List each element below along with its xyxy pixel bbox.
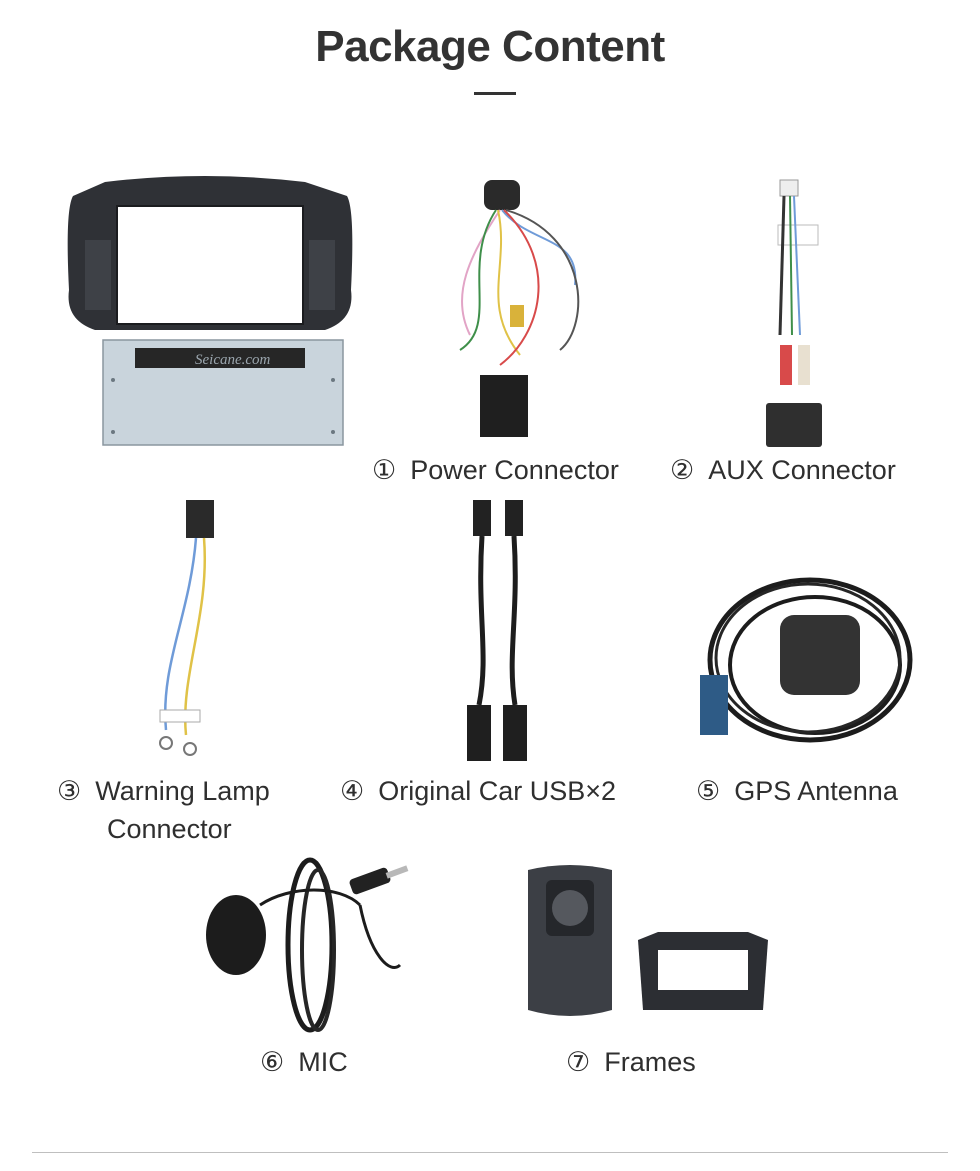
- item-number: ⑤: [696, 776, 721, 806]
- item-number: ③: [57, 776, 82, 806]
- item-number: ①: [372, 455, 397, 485]
- power-connector-image: [459, 180, 580, 437]
- mic-image: [206, 857, 409, 1033]
- item-label: GPS Antenna: [734, 776, 898, 806]
- aux-connector-image: [766, 179, 822, 447]
- gps-antenna-image: [700, 577, 913, 743]
- bottom-divider: [32, 1152, 948, 1153]
- item-caption-power: ① Power Connector: [372, 451, 619, 489]
- item-caption-gps: ⑤ GPS Antenna: [696, 772, 898, 810]
- item-label: Power Connector: [410, 455, 619, 485]
- head-unit-image: Seicane.com: [67, 176, 353, 446]
- item-label: Frames: [604, 1047, 696, 1077]
- item-number: ②: [670, 455, 695, 485]
- item-number: ④: [340, 776, 365, 806]
- usb-cables-image: [467, 500, 527, 761]
- item-label: MIC: [298, 1047, 348, 1077]
- item-label: Original Car USB×2: [378, 776, 617, 806]
- warning-lamp-connector-image: [159, 500, 214, 756]
- item-number: ⑦: [566, 1047, 591, 1077]
- item-caption-mic: ⑥ MIC: [260, 1043, 348, 1081]
- item-caption-frames: ⑦ Frames: [566, 1043, 696, 1081]
- frames-image: [528, 865, 768, 1016]
- title-underline: [474, 92, 516, 95]
- item-label-line2: Connector: [107, 814, 232, 844]
- page-title: Package Content: [315, 22, 665, 71]
- seicane-watermark: Seicane.com: [195, 352, 271, 368]
- item-label: Warning Lamp: [95, 776, 270, 806]
- item-caption-aux: ② AUX Connector: [670, 451, 896, 489]
- item-caption-warning-lamp: ③ Warning Lamp Connector: [57, 772, 270, 848]
- item-label: AUX Connector: [708, 455, 896, 485]
- item-number: ⑥: [260, 1047, 285, 1077]
- item-caption-usb: ④ Original Car USB×2: [340, 772, 616, 810]
